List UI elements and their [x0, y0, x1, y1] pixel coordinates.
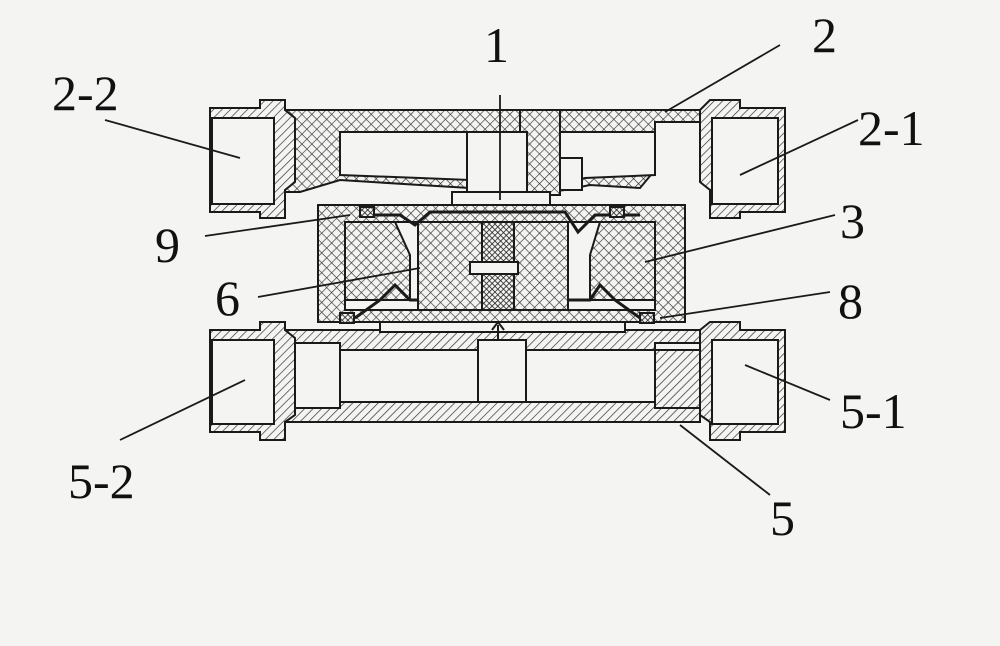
label-1: 1 [484, 17, 509, 73]
label-3: 3 [840, 193, 865, 249]
label-2-2: 2-2 [52, 65, 119, 121]
label-2: 2 [812, 7, 837, 63]
lower-valve-body [209, 320, 786, 441]
label-5-2: 5-2 [68, 453, 135, 509]
label-9: 9 [155, 217, 180, 273]
label-5-1: 5-1 [840, 383, 907, 439]
upper-valve-body [209, 99, 786, 219]
label-8: 8 [838, 273, 863, 329]
label-2-1: 2-1 [858, 100, 925, 156]
label-6: 6 [215, 270, 240, 326]
label-5: 5 [770, 490, 795, 546]
middle-housing [317, 204, 686, 324]
leader-lines [104, 44, 859, 496]
